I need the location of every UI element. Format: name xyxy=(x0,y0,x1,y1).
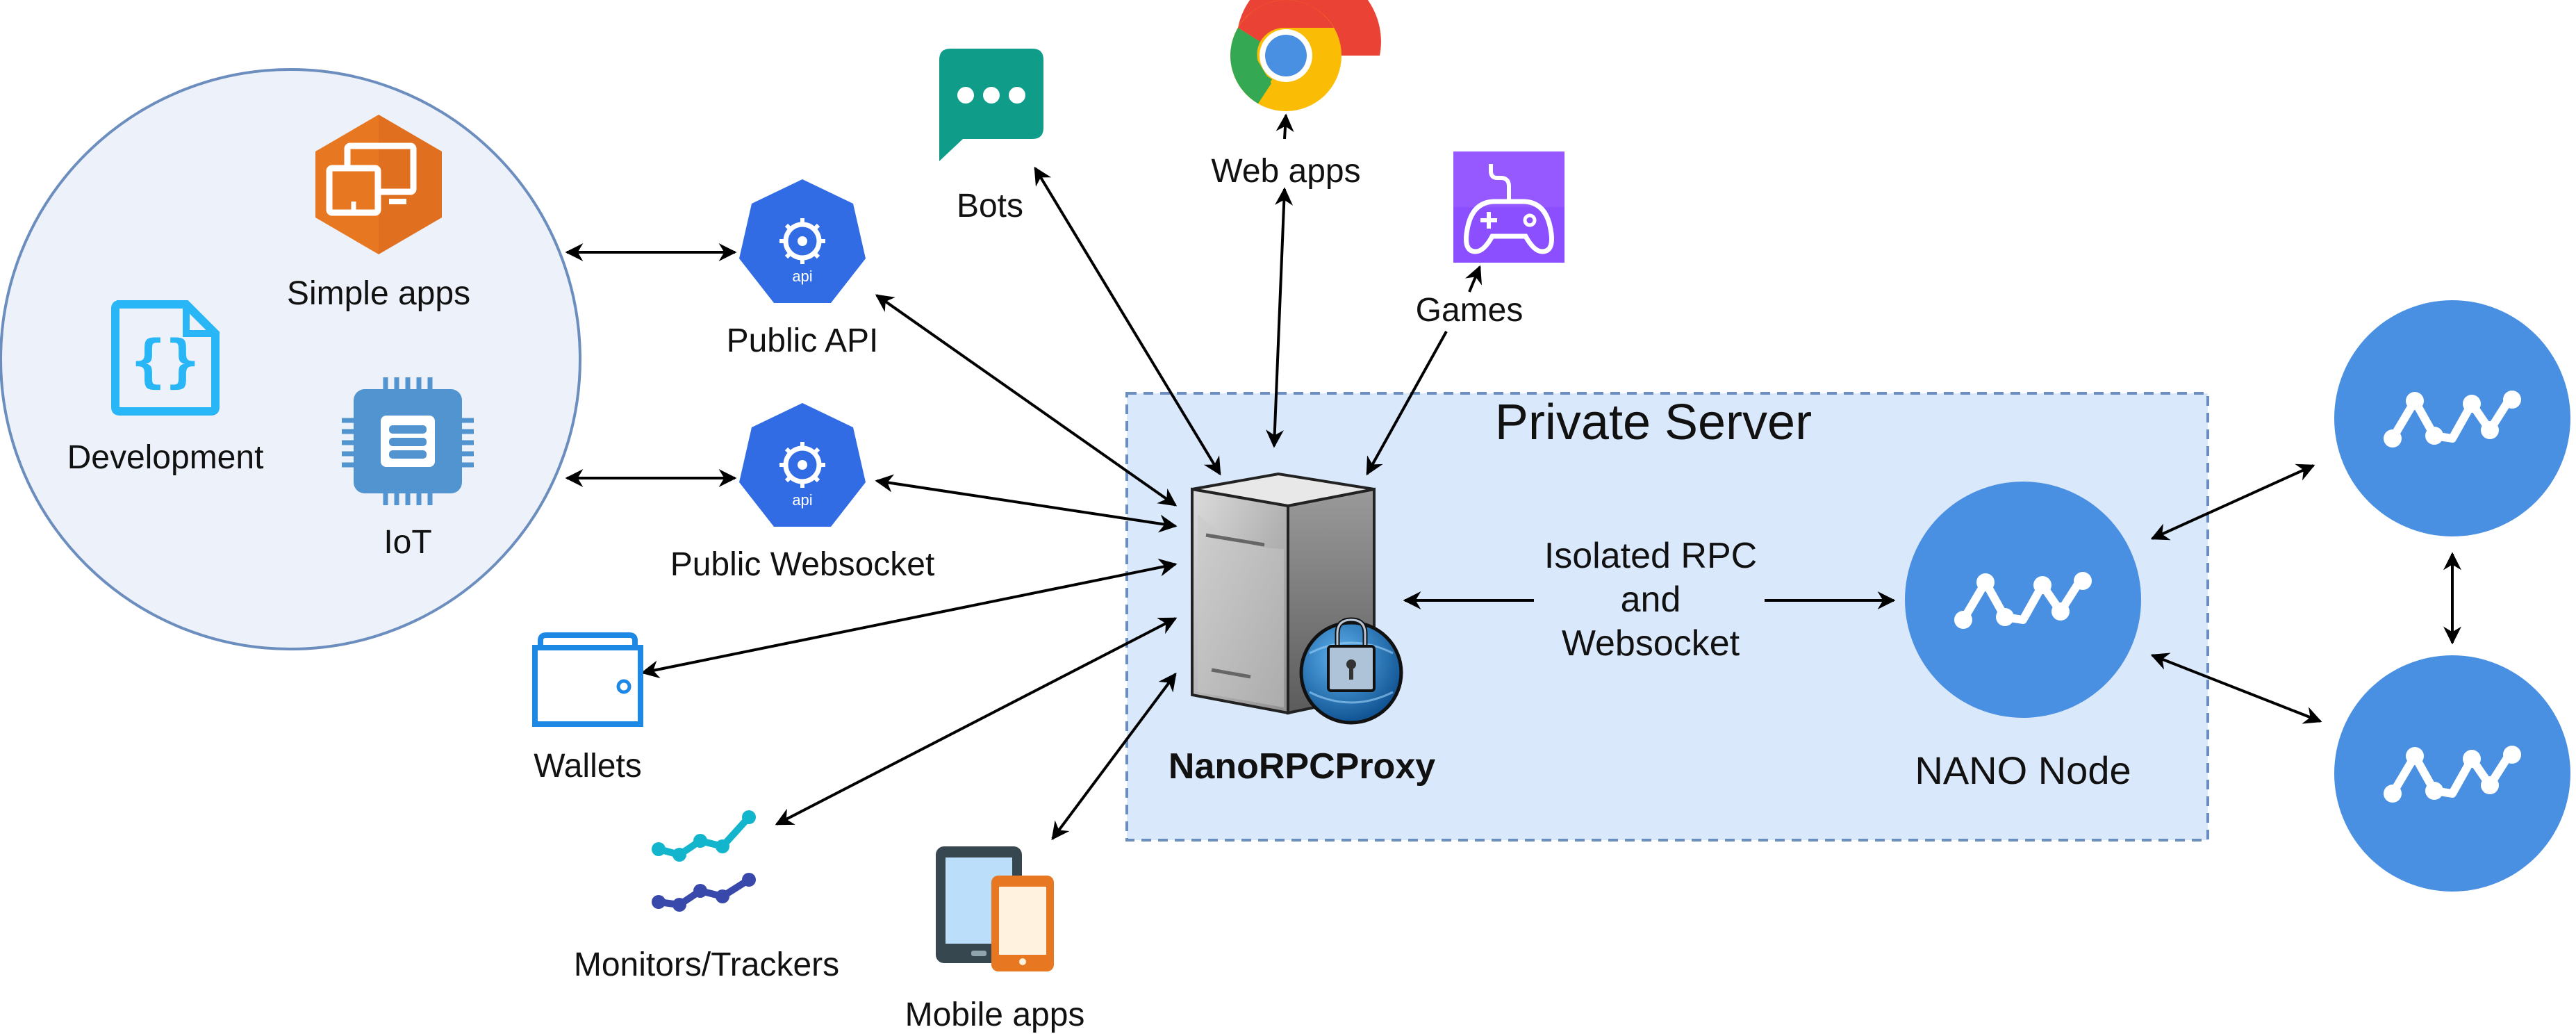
line-chart-icon xyxy=(652,810,756,912)
wallets-label: Wallets xyxy=(534,748,642,785)
connections xyxy=(565,113,2461,841)
bots-label: Bots xyxy=(957,188,1023,224)
chrome-icon xyxy=(1230,0,1381,111)
arrow-node-peer1 xyxy=(2150,463,2315,541)
nano-logo-icon xyxy=(1905,482,2141,718)
arrow-node-peer2 xyxy=(2150,653,2322,724)
gamepad-icon xyxy=(1453,151,1564,263)
kubernetes-api-icon: api xyxy=(739,403,866,527)
development-label: Development xyxy=(67,439,264,476)
proxy-label: NanoRPCProxy xyxy=(1169,746,1435,787)
public-websocket-label: Public Websocket xyxy=(670,546,935,583)
nano-logo-icon xyxy=(2334,300,2570,536)
monitor-desktop-icon xyxy=(315,115,442,254)
isolated-rpc-line3: Websocket xyxy=(1562,623,1740,664)
arrow-public-websocket-proxy xyxy=(875,474,1178,533)
json-file-icon: {} xyxy=(111,300,220,416)
public-api-label: Public API xyxy=(727,322,879,359)
private-server-title: Private Server xyxy=(1495,395,1812,450)
wallet-icon xyxy=(532,632,643,727)
monitors-label: Monitors/Trackers xyxy=(574,946,839,983)
games-label: Games xyxy=(1416,292,1524,329)
nano-logo-icon xyxy=(2334,655,2570,892)
isolated-rpc-line1: Isolated RPC xyxy=(1544,536,1757,576)
web-apps-label: Web apps xyxy=(1211,153,1360,190)
arrow-mobile-proxy xyxy=(1051,672,1177,841)
kubernetes-api-icon: api xyxy=(739,179,866,303)
arrow-webapps-chrome xyxy=(1275,113,1294,140)
chat-bubble-icon xyxy=(939,49,1043,161)
arrow-monitors-proxy xyxy=(775,617,1178,826)
isolated-rpc-line2: and xyxy=(1621,580,1681,620)
nano-node-label: NANO Node xyxy=(1915,748,2131,792)
simple-apps-label: Simple apps xyxy=(287,275,470,312)
client-cluster xyxy=(0,68,581,650)
arrow-games-gamepad xyxy=(1465,265,1482,293)
chip-icon xyxy=(342,377,474,505)
arrow-bots-proxy xyxy=(1034,166,1221,476)
server-lock-icon xyxy=(1191,472,1403,725)
svg-text:api: api xyxy=(792,491,812,509)
tablet-phone-icon xyxy=(936,846,1054,971)
mobile-apps-label: Mobile apps xyxy=(905,996,1085,1033)
iot-label: IoT xyxy=(383,524,431,561)
svg-text:{}: {} xyxy=(131,329,200,395)
arrow-webapps-proxy xyxy=(1265,187,1294,448)
svg-text:api: api xyxy=(792,268,812,285)
arrow-games-proxy xyxy=(1366,331,1448,476)
